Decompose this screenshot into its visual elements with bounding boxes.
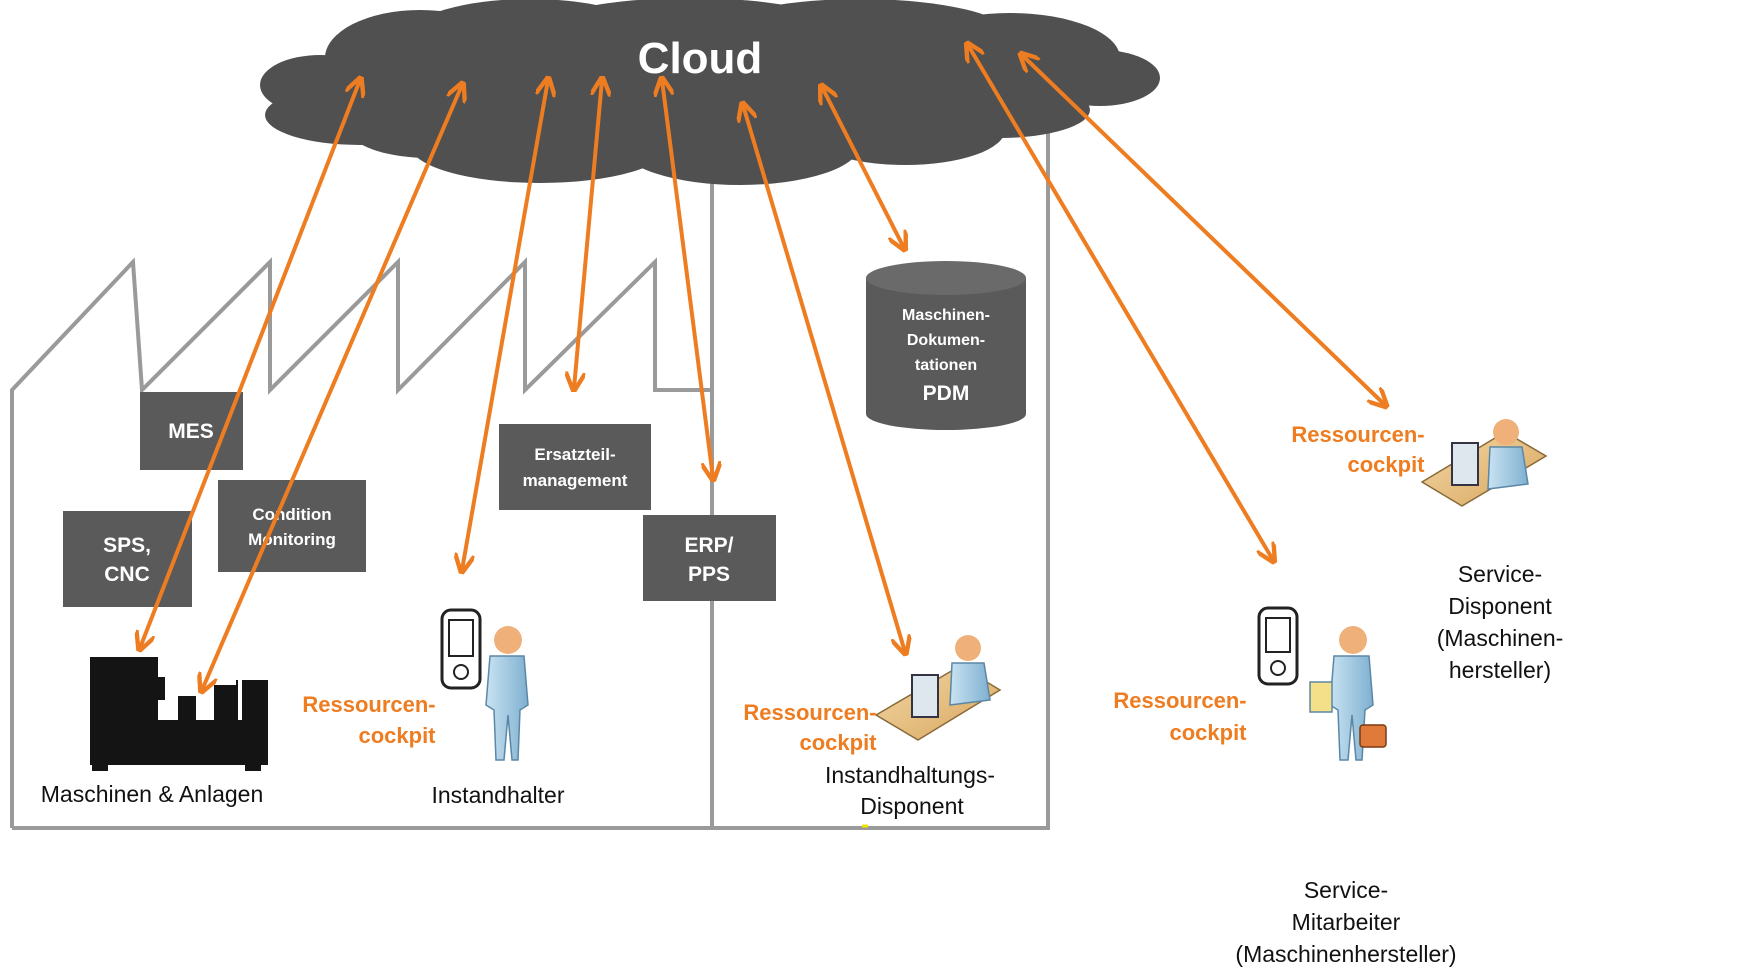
erp-pps-label-line-2: PPS [688, 563, 730, 586]
service-mitarbeiter-label-line-2: Mitarbeiter [1292, 909, 1401, 935]
ersatzteil-label-line-2: management [523, 471, 628, 490]
pdm-text-line-1: Maschinen- [902, 307, 990, 324]
cockpit-label-2-line-1: Ressourcen- [743, 700, 876, 725]
machine-icon [90, 657, 268, 771]
cockpit-label-4-line-2: cockpit [1347, 452, 1425, 477]
arrow-cloud-instandhalter [462, 80, 548, 570]
service-disponent-label-line-4: hersteller) [1449, 657, 1551, 683]
arrow-cloud-ersatzteil [574, 80, 602, 388]
mes-label: MES [168, 420, 214, 443]
service-mitarbeiter-label-line-3: (Maschinenhersteller) [1235, 941, 1456, 967]
arrow-cloud-erp [662, 80, 713, 478]
instandhalter-person-icon [485, 626, 529, 761]
machines-label: Maschinen & Anlagen [41, 781, 264, 807]
pdm-text-line-2: Dokumen- [907, 332, 985, 349]
condition-monitoring-box: Condition Monitoring [218, 480, 366, 572]
cockpit-label-2-line-2: cockpit [799, 730, 877, 755]
desk-workstation-icon-1 [874, 635, 1002, 741]
desk-workstation-icon-2 [1420, 419, 1548, 507]
cockpit-label-3-line-1: Ressourcen- [1113, 688, 1246, 713]
pdm-title: PDM [923, 382, 970, 405]
condition-monitoring-label-line-1: Condition [252, 505, 331, 524]
erp-pps-box: ERP/ PPS [643, 515, 776, 601]
disponent-label-line-2: Disponent [860, 793, 964, 819]
service-mitarbeiter-label-line-1: Service- [1304, 877, 1388, 903]
service-disponent-label-line-2: Disponent [1448, 593, 1552, 619]
cloud-shape [260, 0, 1160, 185]
service-mitarbeiter-person-icon [1309, 626, 1387, 761]
arrow-cloud-disponent [743, 105, 905, 652]
handheld-device-icon [440, 608, 482, 690]
condition-monitoring-label-line-2: Monitoring [248, 530, 336, 549]
cloud-label: Cloud [638, 34, 763, 83]
connection-arrows [140, 45, 1385, 690]
ersatzteil-label-line-1: Ersatzteil- [534, 445, 615, 464]
mes-box: MES [140, 392, 243, 470]
service-disponent-label-line-3: (Maschinen- [1437, 625, 1564, 651]
cockpit-label-3-line-2: cockpit [1169, 720, 1247, 745]
cockpit-label-1-line-1: Ressourcen- [302, 692, 435, 717]
sps-cnc-label-line-2: CNC [104, 563, 150, 586]
instandhalter-label: Instandhalter [432, 782, 565, 808]
pdm-text-line-3: tationen [915, 357, 977, 374]
arrow-cloud-condition-monitoring [202, 85, 462, 690]
erp-pps-label-line-1: ERP/ [684, 534, 733, 557]
service-handheld-icon [1257, 606, 1299, 686]
disponent-label-line-1: Instandhaltungs- [825, 762, 995, 788]
service-disponent-label-line-1: Service- [1458, 561, 1542, 587]
arrow-cloud-service-disponent [1022, 55, 1385, 405]
cockpit-label-4-line-1: Ressourcen- [1291, 422, 1424, 447]
pdm-database: Maschinen- Dokumen- tationen PDM [866, 261, 1026, 430]
cockpit-label-1-line-2: cockpit [358, 723, 436, 748]
sps-cnc-label-line-1: SPS, [103, 534, 151, 557]
arrow-cloud-pdm [822, 87, 904, 248]
ersatzteil-box: Ersatzteil- management [499, 424, 651, 510]
